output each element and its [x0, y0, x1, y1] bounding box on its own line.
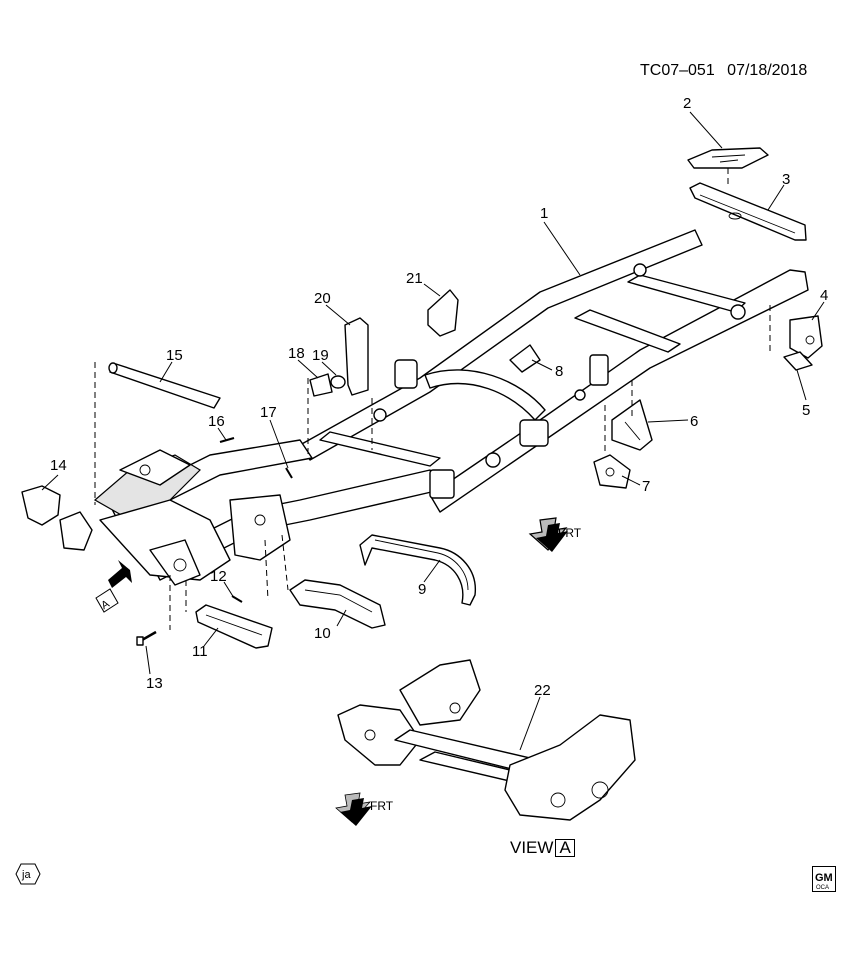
part-10-skid-plate [289, 579, 386, 629]
callout-11: 11 [192, 643, 208, 660]
callout-2: 2 [683, 95, 691, 112]
callout-8: 8 [555, 363, 563, 380]
alignment-lines [94, 168, 771, 630]
callout-15: 15 [166, 347, 183, 364]
part-19-bushing [330, 375, 346, 389]
callout-labels: 1 2 3 4 5 6 7 8 9 10 11 12 13 14 15 16 1… [50, 95, 828, 699]
callout-7: 7 [642, 478, 650, 495]
part-13-bolt [136, 630, 157, 646]
callout-4: 4 [820, 287, 828, 304]
diagram-date: 07/18/2018 [727, 62, 808, 79]
language-badge: ja [15, 863, 41, 890]
callout-6: 6 [690, 413, 698, 430]
frt-arrow-upper: FRT [528, 517, 582, 552]
frt-label-lower: FRT [370, 799, 394, 813]
callout-1: 1 [540, 205, 548, 222]
frt-arrow-lower: FRT [335, 792, 394, 826]
gm-logo-line1: GM [815, 872, 833, 884]
diagram-header: TC07–051 07/18/2018 [640, 62, 840, 80]
part-4-bracket [789, 315, 823, 359]
part-17-bolt [285, 467, 293, 479]
diagram-code: TC07–051 [640, 62, 715, 79]
callout-13: 13 [146, 675, 163, 692]
part-16-bolt [219, 436, 235, 444]
part-1-frame [109, 229, 809, 581]
part-20-bracket [344, 317, 369, 396]
part-3-rear-crossmember [689, 182, 807, 241]
part-21-bracket [427, 289, 459, 337]
part-8-bracket [509, 344, 541, 373]
part-18-clip [309, 373, 333, 397]
gm-logo-icon: GM OCA [812, 866, 836, 892]
part-15-tube [108, 362, 221, 409]
front-cradle [93, 449, 291, 586]
view-label-letter: A [555, 839, 575, 857]
callout-17: 17 [260, 404, 277, 421]
gm-logo-line2: OCA [816, 885, 829, 891]
part-14-bracket [21, 485, 93, 551]
callout-22: 22 [534, 682, 551, 699]
part-9-skid-hoop [359, 534, 476, 606]
part-11-crossbar [195, 604, 273, 649]
callout-21: 21 [406, 270, 423, 287]
part-6-bracket [611, 399, 653, 451]
gm-logo: GM OCA [812, 866, 836, 897]
leader-lines [41, 111, 825, 751]
frt-label-upper: FRT [558, 526, 582, 540]
callout-10: 10 [314, 625, 331, 642]
callout-16: 16 [208, 413, 225, 430]
part-5-bracket [783, 351, 813, 371]
view-a-arrow: A [95, 560, 132, 613]
part-22-crossmember [337, 659, 636, 821]
part-2-plate [687, 147, 769, 169]
callout-20: 20 [314, 290, 331, 307]
callout-18: 18 [288, 345, 305, 362]
callout-5: 5 [802, 402, 810, 419]
callout-3: 3 [782, 171, 790, 188]
callout-14: 14 [50, 457, 67, 474]
language-badge-shape: ja [15, 863, 41, 885]
callout-19: 19 [312, 347, 329, 364]
part-7-mount [593, 454, 631, 489]
callout-12: 12 [210, 568, 227, 585]
callout-9: 9 [418, 581, 426, 598]
view-label-text: VIEW [510, 838, 554, 857]
language-badge-text: ja [21, 869, 31, 881]
